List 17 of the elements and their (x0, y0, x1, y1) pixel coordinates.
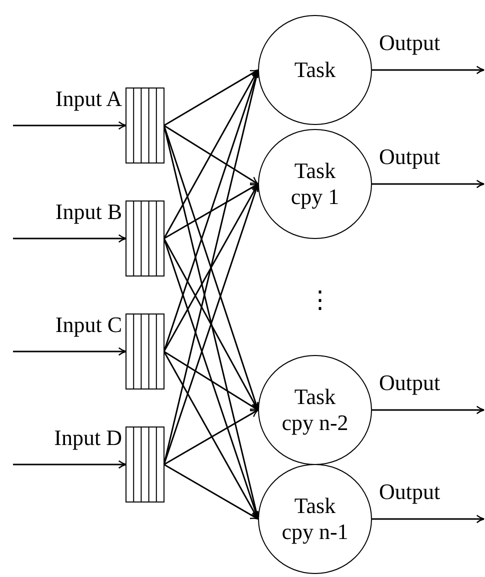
edge-label: Output (379, 30, 440, 56)
queue-buffer (126, 200, 164, 276)
edge-label: Input C (55, 312, 122, 338)
edge-label: Output (379, 479, 440, 505)
task-label: Task (294, 57, 336, 83)
task-label: Task cpy 1 (290, 158, 340, 210)
edge-label: Output (379, 370, 440, 396)
task-label: Task cpy n-2 (280, 384, 350, 436)
queue-buffer (126, 314, 164, 390)
edge-label: Input D (54, 424, 122, 450)
ellipsis: ⋮ (308, 288, 332, 314)
queue-buffer (126, 88, 164, 164)
task-label: Task cpy n-1 (280, 493, 350, 545)
queue-buffer (126, 426, 164, 502)
edge-label: Input B (55, 198, 122, 224)
edge-label: Input A (55, 86, 122, 112)
edge-label: Output (379, 144, 440, 170)
